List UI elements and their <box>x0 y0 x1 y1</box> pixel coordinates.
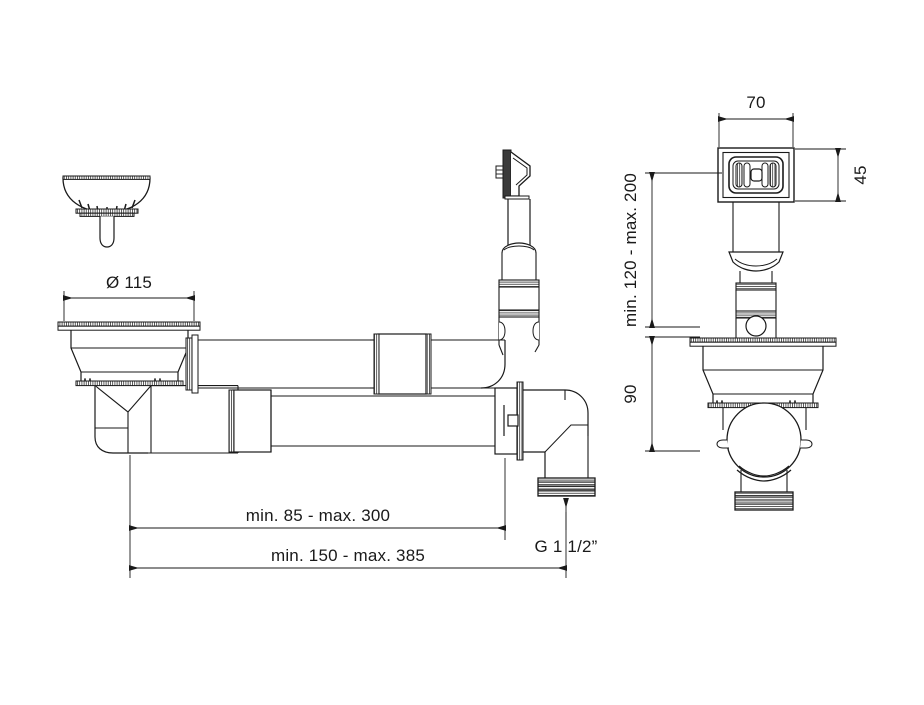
overflow-grate <box>717 147 795 203</box>
strainer-basket-view <box>62 175 151 248</box>
upper-horizontal-pipe <box>185 333 506 395</box>
dimension-overflow-height <box>795 148 846 202</box>
overflow-cover-bracket <box>495 149 531 200</box>
front-sink-flange <box>689 337 837 347</box>
sink-flange <box>57 321 201 331</box>
horizontal-upper-label: min. 85 - max. 300 <box>246 506 390 525</box>
dimension-horizontal-upper <box>129 455 506 540</box>
lower-outlet-body <box>94 385 238 454</box>
outlet-elbow <box>523 389 596 497</box>
trap-bowl <box>716 402 813 482</box>
front-outlet <box>734 470 794 511</box>
front-elevation-view <box>689 147 837 511</box>
dimension-bowl-diameter <box>63 291 195 321</box>
overflow-riser <box>495 149 540 356</box>
pipe-union-nut <box>494 381 524 461</box>
dimension-trap-depth <box>645 336 700 452</box>
drain-body <box>70 330 189 413</box>
outlet-thread-label: G 1 1/2” <box>534 537 597 556</box>
threaded-outlet <box>537 477 596 497</box>
trap-depth-label: 90 <box>621 384 640 403</box>
front-drain-body <box>702 346 824 409</box>
side-elevation-view <box>57 149 596 497</box>
dimension-overflow-width <box>718 113 794 147</box>
lower-horizontal-pipe <box>228 385 495 453</box>
bowl-diameter-label: Ø 115 <box>106 273 152 292</box>
overflow-height-label: 45 <box>851 165 870 184</box>
horizontal-lower-label: min. 150 - max. 385 <box>271 546 425 565</box>
riser-height-label: min. 120 - max. 200 <box>621 173 640 327</box>
dimension-riser-height <box>645 172 722 328</box>
front-riser-tube <box>728 202 784 338</box>
overflow-width-label: 70 <box>746 93 765 112</box>
